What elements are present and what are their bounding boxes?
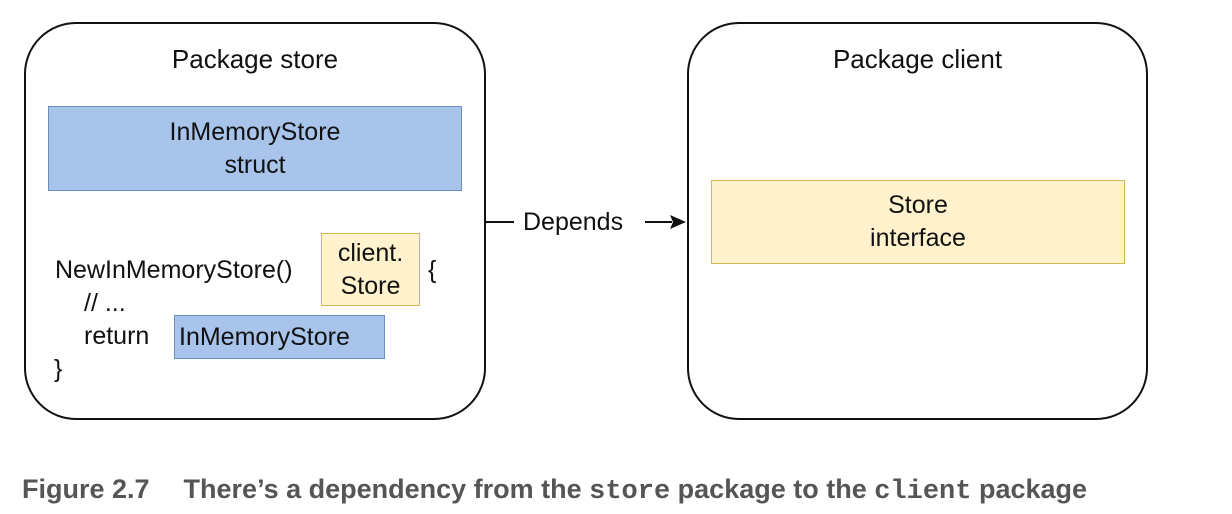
depends-arrowhead (670, 215, 686, 229)
client-package-title: Package client (832, 44, 1003, 74)
return-keyword: return (84, 322, 150, 350)
store-package-title: Package store (171, 44, 339, 74)
close-brace: } (54, 355, 63, 383)
store-interface-box: Store interface (711, 180, 1125, 264)
return-value-label: InMemoryStore (179, 322, 350, 351)
code-comment: // ... (84, 289, 126, 317)
caption-code-client: client (874, 477, 972, 507)
caption-text-2: package to the (670, 474, 875, 504)
return-type-box: client. Store (321, 233, 420, 306)
struct-box-kind: struct (224, 150, 286, 179)
store-package-container: Package store (24, 22, 486, 420)
func-signature: NewInMemoryStore() (55, 256, 293, 284)
caption-code-store: store (589, 477, 671, 507)
return-type-name: Store (340, 271, 401, 300)
depends-label: Depends (523, 208, 624, 236)
inmemorystore-struct-box: InMemoryStore struct (48, 106, 462, 191)
return-value-box: InMemoryStore (174, 315, 385, 359)
open-brace: { (428, 256, 437, 284)
return-type-package: client. (337, 238, 404, 267)
interface-box-name: Store (888, 191, 948, 219)
figure-label: Figure 2.7 (22, 474, 150, 504)
caption-text-3: package (971, 474, 1088, 504)
caption-text-1: There’s a dependency from the (183, 474, 590, 504)
struct-box-name: InMemoryStore (169, 117, 341, 146)
interface-box-kind: interface (870, 224, 966, 252)
